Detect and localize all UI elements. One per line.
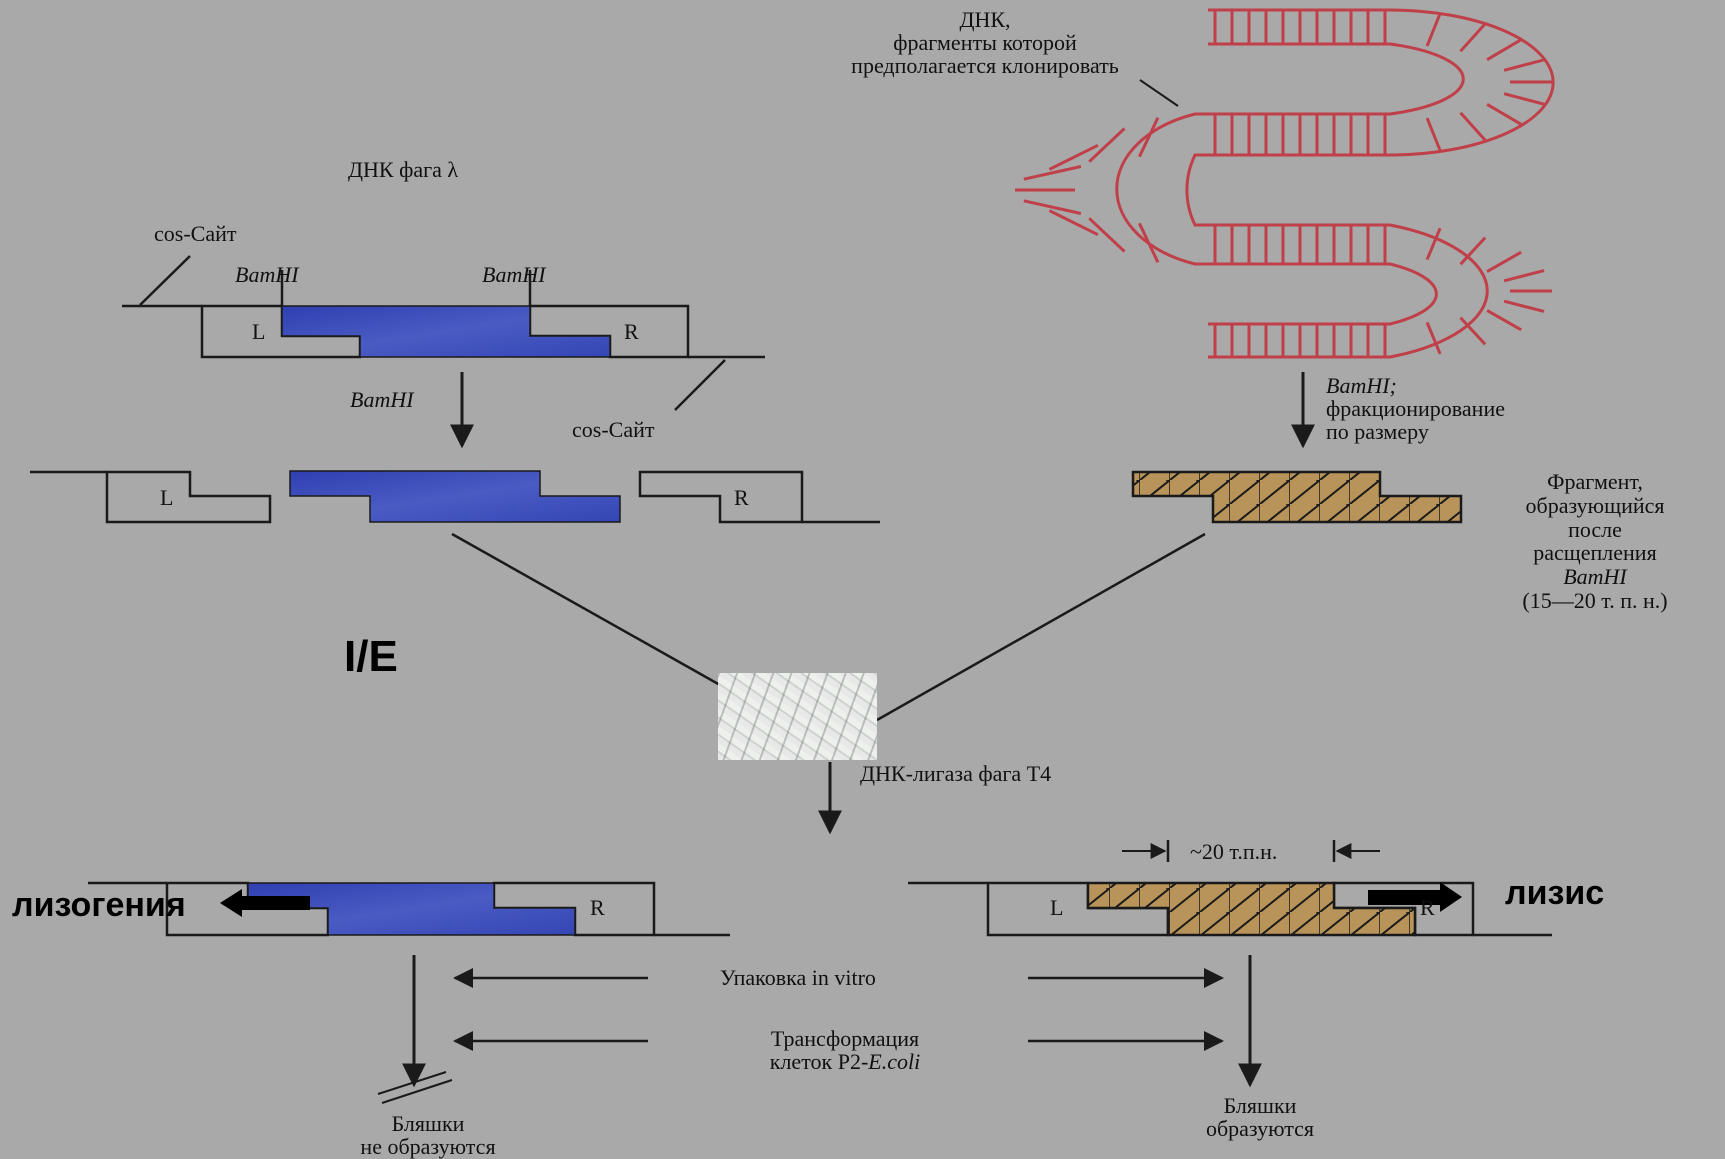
dna-rung-58 bbox=[1023, 165, 1082, 181]
fractionation-line-1: BamHI; bbox=[1326, 373, 1397, 398]
bottom-left-R-label: R bbox=[590, 895, 605, 920]
lambda-L-label: L bbox=[252, 319, 266, 344]
dna-rung-67 bbox=[1503, 299, 1545, 313]
plaques-yes-line-2: образуются bbox=[1205, 1116, 1315, 1142]
ie-label: I/E bbox=[344, 632, 398, 681]
cos-site-label-left: cos-Сайт bbox=[154, 221, 237, 246]
dna-rung-69 bbox=[1459, 316, 1487, 346]
bottom-right-L-label: L bbox=[1050, 895, 1064, 920]
ligase-label: ДНК-лигаза фага Т4 bbox=[860, 761, 1052, 786]
lambda-insert-block bbox=[281, 305, 611, 358]
released-insert-block bbox=[289, 470, 621, 523]
plaques-formed-label: Бляшки образуются bbox=[1150, 1094, 1370, 1140]
bottom-right-R-label: R bbox=[1420, 895, 1435, 920]
dna-rung-70 bbox=[1425, 321, 1442, 355]
cloned-dna-label-line-2: фрагменты которой bbox=[893, 30, 1077, 56]
dna-rail-outer bbox=[1185, 8, 1555, 359]
dna-rung-56 bbox=[1023, 199, 1082, 215]
lambda-dna-label: ДНК фага λ bbox=[348, 157, 459, 182]
cos-site-label-right: cos-Сайт bbox=[572, 417, 655, 442]
dna-rung-63 bbox=[1459, 236, 1487, 266]
fragment-line-2: образующийся bbox=[1525, 492, 1665, 518]
dna-rung-53 bbox=[1138, 222, 1160, 263]
transformation-line-1: Трансформация bbox=[770, 1026, 920, 1051]
right-arm-R-label: R bbox=[734, 485, 749, 510]
cloned-dna-ladder bbox=[1015, 8, 1555, 359]
dna-rung-68 bbox=[1486, 309, 1522, 332]
block-mark-2 bbox=[381, 1079, 453, 1104]
converge-line-right bbox=[876, 532, 1206, 722]
packaging-label: Упаковка in vitro bbox=[720, 965, 876, 990]
fragment-line-5: BamHI bbox=[1563, 564, 1627, 589]
dna-rung-45 bbox=[1459, 22, 1487, 53]
left-arm-piece bbox=[105, 470, 272, 524]
transformation-line-2: клеток Р2-E.coli bbox=[700, 1050, 990, 1073]
bamhi-label-right: BamHI bbox=[482, 262, 546, 287]
dna-rung-64 bbox=[1486, 250, 1522, 273]
converge-line-left bbox=[451, 532, 721, 687]
dna-rung-60 bbox=[1088, 127, 1126, 163]
size-20kb-label: ~20 т.п.н. bbox=[1190, 839, 1278, 864]
cloned-dna-label-line-3: предполагается клонировать bbox=[851, 53, 1119, 79]
fragment-line-4: расщепления bbox=[1533, 540, 1657, 566]
dna-label-leader bbox=[1139, 79, 1179, 107]
dna-rung-54 bbox=[1088, 217, 1126, 253]
bamhi-digest-label: BamHI bbox=[350, 387, 414, 412]
fractionation-line-2: фракционирование bbox=[1326, 396, 1505, 422]
block-mark-1 bbox=[377, 1071, 447, 1095]
dna-rung-59 bbox=[1048, 143, 1099, 171]
bottom-right-insert-block bbox=[1086, 881, 1417, 937]
dna-rung-44 bbox=[1425, 12, 1442, 47]
digested-pieces bbox=[30, 470, 880, 524]
lysogeny-label: лизогения bbox=[12, 886, 186, 924]
fractionation-label: BamHI; фракционирование по размеру bbox=[1326, 374, 1505, 443]
dna-rung-61 bbox=[1138, 117, 1160, 158]
cos-leader-right bbox=[674, 359, 726, 411]
fractionation-line-3: по размеру bbox=[1326, 419, 1429, 445]
cos-leader-left bbox=[139, 255, 191, 306]
lambda-R-label: R bbox=[624, 319, 639, 344]
transformation-cells-text: клеток Р2- bbox=[769, 1049, 869, 1075]
micrograph-image bbox=[718, 673, 877, 760]
plaques-not-formed-label: Бляшки не образуются bbox=[318, 1112, 538, 1158]
transformation-ecoli-text: E.coli bbox=[868, 1049, 921, 1075]
bamhi-label-left: BamHI bbox=[235, 262, 299, 287]
plaques-no-line-2: не образуются bbox=[360, 1134, 496, 1159]
cloned-dna-label: ДНК, фрагменты которой предполагается кл… bbox=[770, 8, 1200, 77]
dna-rung-62 bbox=[1425, 227, 1442, 261]
fragment-label: Фрагмент, образующийся после расщепления… bbox=[1480, 470, 1710, 613]
transformation-label: Трансформация клеток Р2-E.coli bbox=[700, 1027, 990, 1073]
dna-rung-47 bbox=[1503, 58, 1545, 72]
dna-rung-46 bbox=[1486, 38, 1522, 61]
dna-rail-inner bbox=[1115, 42, 1465, 326]
dna-rung-50 bbox=[1486, 103, 1522, 126]
bold-left-arrow-icon bbox=[220, 889, 310, 917]
fragment-line-6: (15—20 т. п. н.) bbox=[1522, 587, 1668, 613]
dna-rung-52 bbox=[1425, 117, 1442, 152]
fragment-line-1: Фрагмент, bbox=[1547, 469, 1643, 494]
lysis-label: лизис bbox=[1505, 874, 1605, 912]
fragment-line-3: после bbox=[1568, 516, 1622, 542]
right-arm-piece bbox=[638, 470, 804, 524]
dna-rung-49 bbox=[1503, 92, 1545, 106]
dna-rung-55 bbox=[1048, 209, 1099, 237]
bold-right-arrow-icon bbox=[1368, 882, 1462, 912]
plaques-yes-line-1: Бляшки bbox=[1223, 1093, 1297, 1118]
left-arm-L-label: L bbox=[160, 485, 174, 510]
dna-rung-51 bbox=[1459, 111, 1487, 142]
dna-rung-65 bbox=[1503, 269, 1545, 283]
cloned-dna-label-line-1: ДНК, bbox=[959, 7, 1011, 32]
bamhi-fragment-block bbox=[1131, 470, 1463, 524]
plaques-no-line-1: Бляшки bbox=[391, 1111, 465, 1136]
